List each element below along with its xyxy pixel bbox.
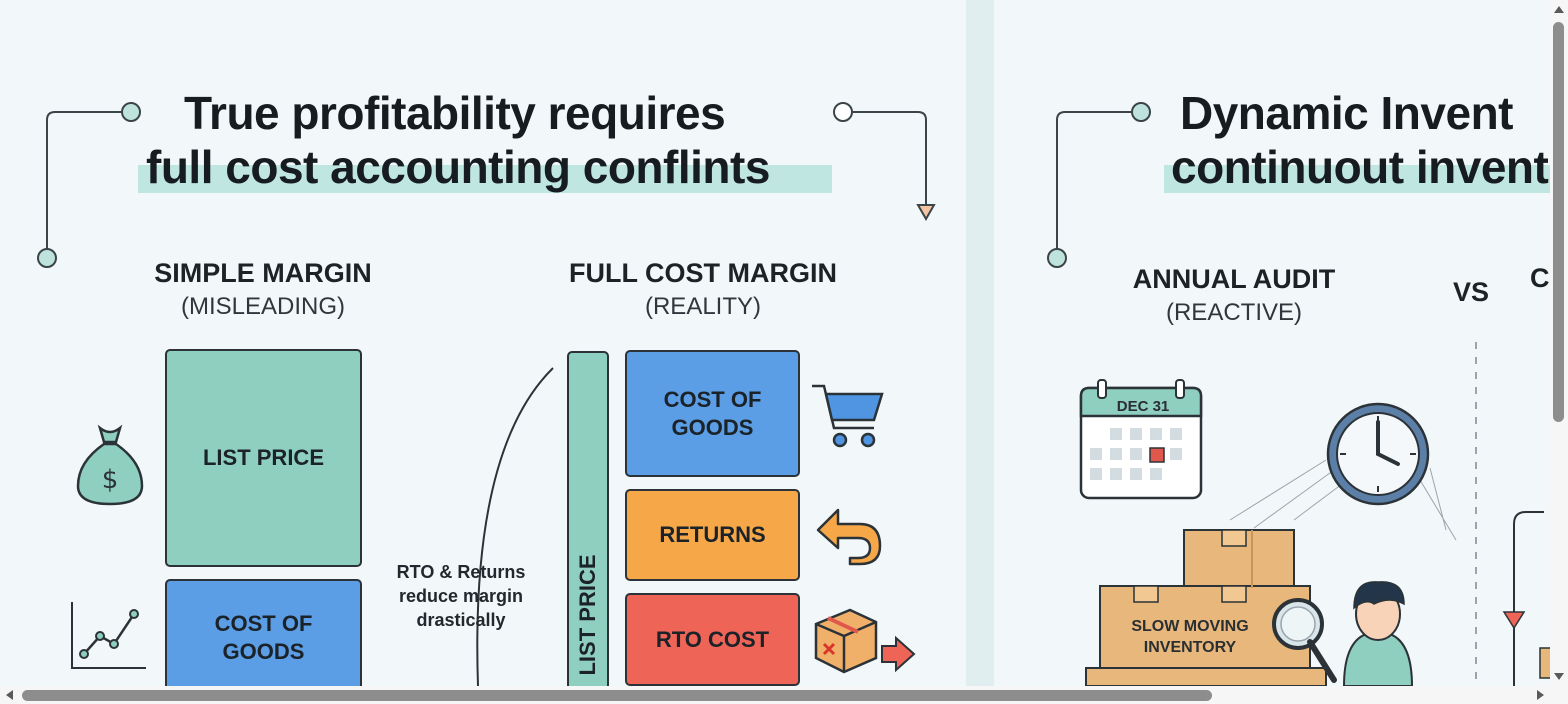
right-title-highlight xyxy=(1164,165,1550,193)
horizontal-scrollbar-thumb[interactable] xyxy=(22,690,1212,701)
note-line2: reduce margin xyxy=(398,586,524,606)
full-cogs-line1: COST OF xyxy=(663,386,762,412)
box-label-line1: SLOW MOVING xyxy=(1131,618,1249,635)
right-title-line1: Dynamic Invent xyxy=(1180,87,1514,139)
left-title-line2: full cost accounting conflints xyxy=(146,141,770,193)
wall-clock-icon xyxy=(1326,402,1430,506)
right-infographic-panel: Dynamic Invent continuout invento ANNUAL… xyxy=(994,0,1550,686)
left-title-line1: True profitability requires xyxy=(184,87,726,139)
full-list-price-bar xyxy=(567,351,609,686)
right-bracket-lines xyxy=(1047,102,1550,686)
rto-cost-box: RTO COST xyxy=(625,593,800,686)
simple-margin-subheading: (MISLEADING) xyxy=(180,293,345,320)
svg-text:$: $ xyxy=(102,465,119,495)
simple-cogs-line2: GOODS xyxy=(222,639,305,664)
returns-box: RETURNS xyxy=(625,489,800,581)
simple-cogs-line1: COST OF xyxy=(214,611,313,636)
full-cost-margin-subheading: (REALITY) xyxy=(644,293,761,320)
money-bag-icon: $ xyxy=(76,424,144,506)
title-bracket-lines xyxy=(37,102,936,686)
damaged-package-icon xyxy=(814,608,916,674)
full-cogs-line2: GOODS xyxy=(671,414,754,440)
scroll-down-arrow-icon[interactable] xyxy=(1552,671,1566,683)
simple-list-price-label: LIST PRICE xyxy=(202,445,324,470)
simple-margin-heading: SIMPLE MARGIN xyxy=(154,258,372,288)
canvas-viewport: True profitability requires full cost ac… xyxy=(37,0,1550,686)
simple-cost-of-goods-box: COST OF GOODS xyxy=(165,579,362,686)
rto-cost-label: RTO COST xyxy=(655,626,770,652)
note-line3: drastically xyxy=(416,610,506,630)
box-label-line2: INVENTORY xyxy=(1143,639,1237,656)
returns-label: RETURNS xyxy=(659,522,766,547)
title-highlight xyxy=(138,165,832,193)
calendar-icon xyxy=(1079,379,1203,500)
scrollbar-corner xyxy=(1550,686,1568,704)
vs-label: VS xyxy=(1453,277,1490,307)
simple-list-price-box: LIST PRICE xyxy=(165,349,362,567)
scroll-up-arrow-icon[interactable] xyxy=(1552,3,1566,15)
panel-divider xyxy=(966,0,994,686)
slow-moving-inventory-label: SLOW MOVING INVENTORY xyxy=(1110,616,1270,658)
left-infographic-panel: True profitability requires full cost ac… xyxy=(37,87,936,686)
shopping-cart-icon xyxy=(812,384,884,448)
line-chart-icon xyxy=(71,602,146,669)
full-cost-margin-heading: FULL COST MARGIN xyxy=(569,258,837,288)
annual-audit-heading: ANNUAL AUDIT xyxy=(1132,264,1336,294)
full-list-price-label: LIST PRICE xyxy=(575,554,600,676)
annual-audit-subheading: (REACTIVE) xyxy=(1165,299,1302,326)
margin-note: RTO & Returns reduce margin drastically xyxy=(395,560,527,632)
vertical-scrollbar-thumb[interactable] xyxy=(1553,22,1564,422)
return-arrow-icon xyxy=(816,508,882,566)
calendar-date-label: DEC 31 xyxy=(1116,398,1170,415)
scroll-left-arrow-icon[interactable] xyxy=(3,688,15,702)
note-line1: RTO & Returns xyxy=(396,562,526,582)
right-title-line2: continuout invento xyxy=(1171,141,1550,193)
scroll-right-arrow-icon[interactable] xyxy=(1535,688,1547,702)
full-cost-of-goods-box: COST OF GOODS xyxy=(625,350,800,477)
partial-heading: C xyxy=(1530,263,1550,293)
